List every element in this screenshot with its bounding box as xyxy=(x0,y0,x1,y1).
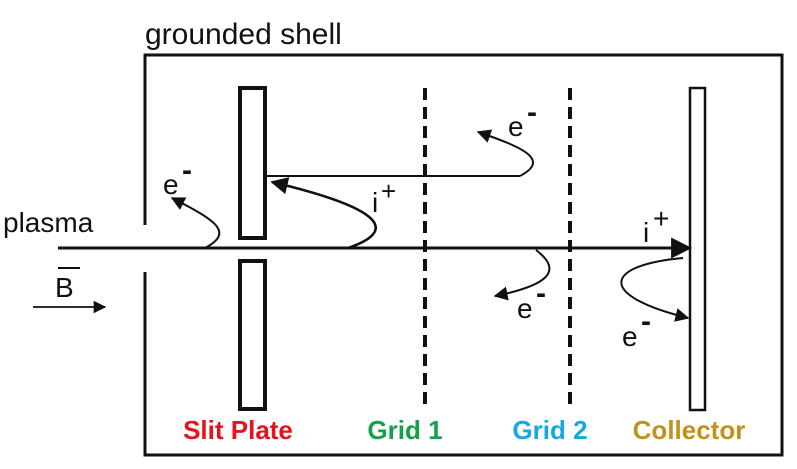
ion-label-collector: i xyxy=(643,217,649,248)
electron-trajectory-top xyxy=(476,129,534,177)
ion-trajectory-grid1 xyxy=(270,177,377,250)
electron-sign-collector: - xyxy=(641,305,651,338)
grid-2-label: Grid 2 xyxy=(512,415,587,445)
electron-label-slit: e xyxy=(163,169,179,200)
slit-plate-upper xyxy=(238,86,267,240)
shell-label: grounded shell xyxy=(145,18,342,51)
magnetic-field-label: B xyxy=(55,272,74,303)
collector-plate xyxy=(688,86,707,412)
slit-plate-lower xyxy=(238,259,267,411)
grid-1-label: Grid 1 xyxy=(367,415,442,445)
grounded-shell xyxy=(143,53,784,457)
ion-sign-collector: + xyxy=(653,203,669,234)
electron-label-grid2: e xyxy=(517,293,533,324)
ion-sign-grid1: + xyxy=(381,176,396,206)
electron-sign-top: - xyxy=(527,96,537,129)
collector-label: Collector xyxy=(633,415,746,445)
electron-label-top: e xyxy=(508,111,524,142)
slit-plate-label: Slit Plate xyxy=(183,415,293,445)
electron-label-collector: e xyxy=(622,321,638,352)
electron-sign-grid2: - xyxy=(536,277,546,310)
ion-label-grid1: i xyxy=(372,187,378,218)
electron-trajectory-grid2 xyxy=(493,249,551,301)
electron-sign-slit: - xyxy=(182,154,192,187)
electron-trajectory-collector xyxy=(620,257,690,322)
plasma-label: plasma xyxy=(3,207,94,238)
electron-trajectory-slit xyxy=(170,197,221,249)
